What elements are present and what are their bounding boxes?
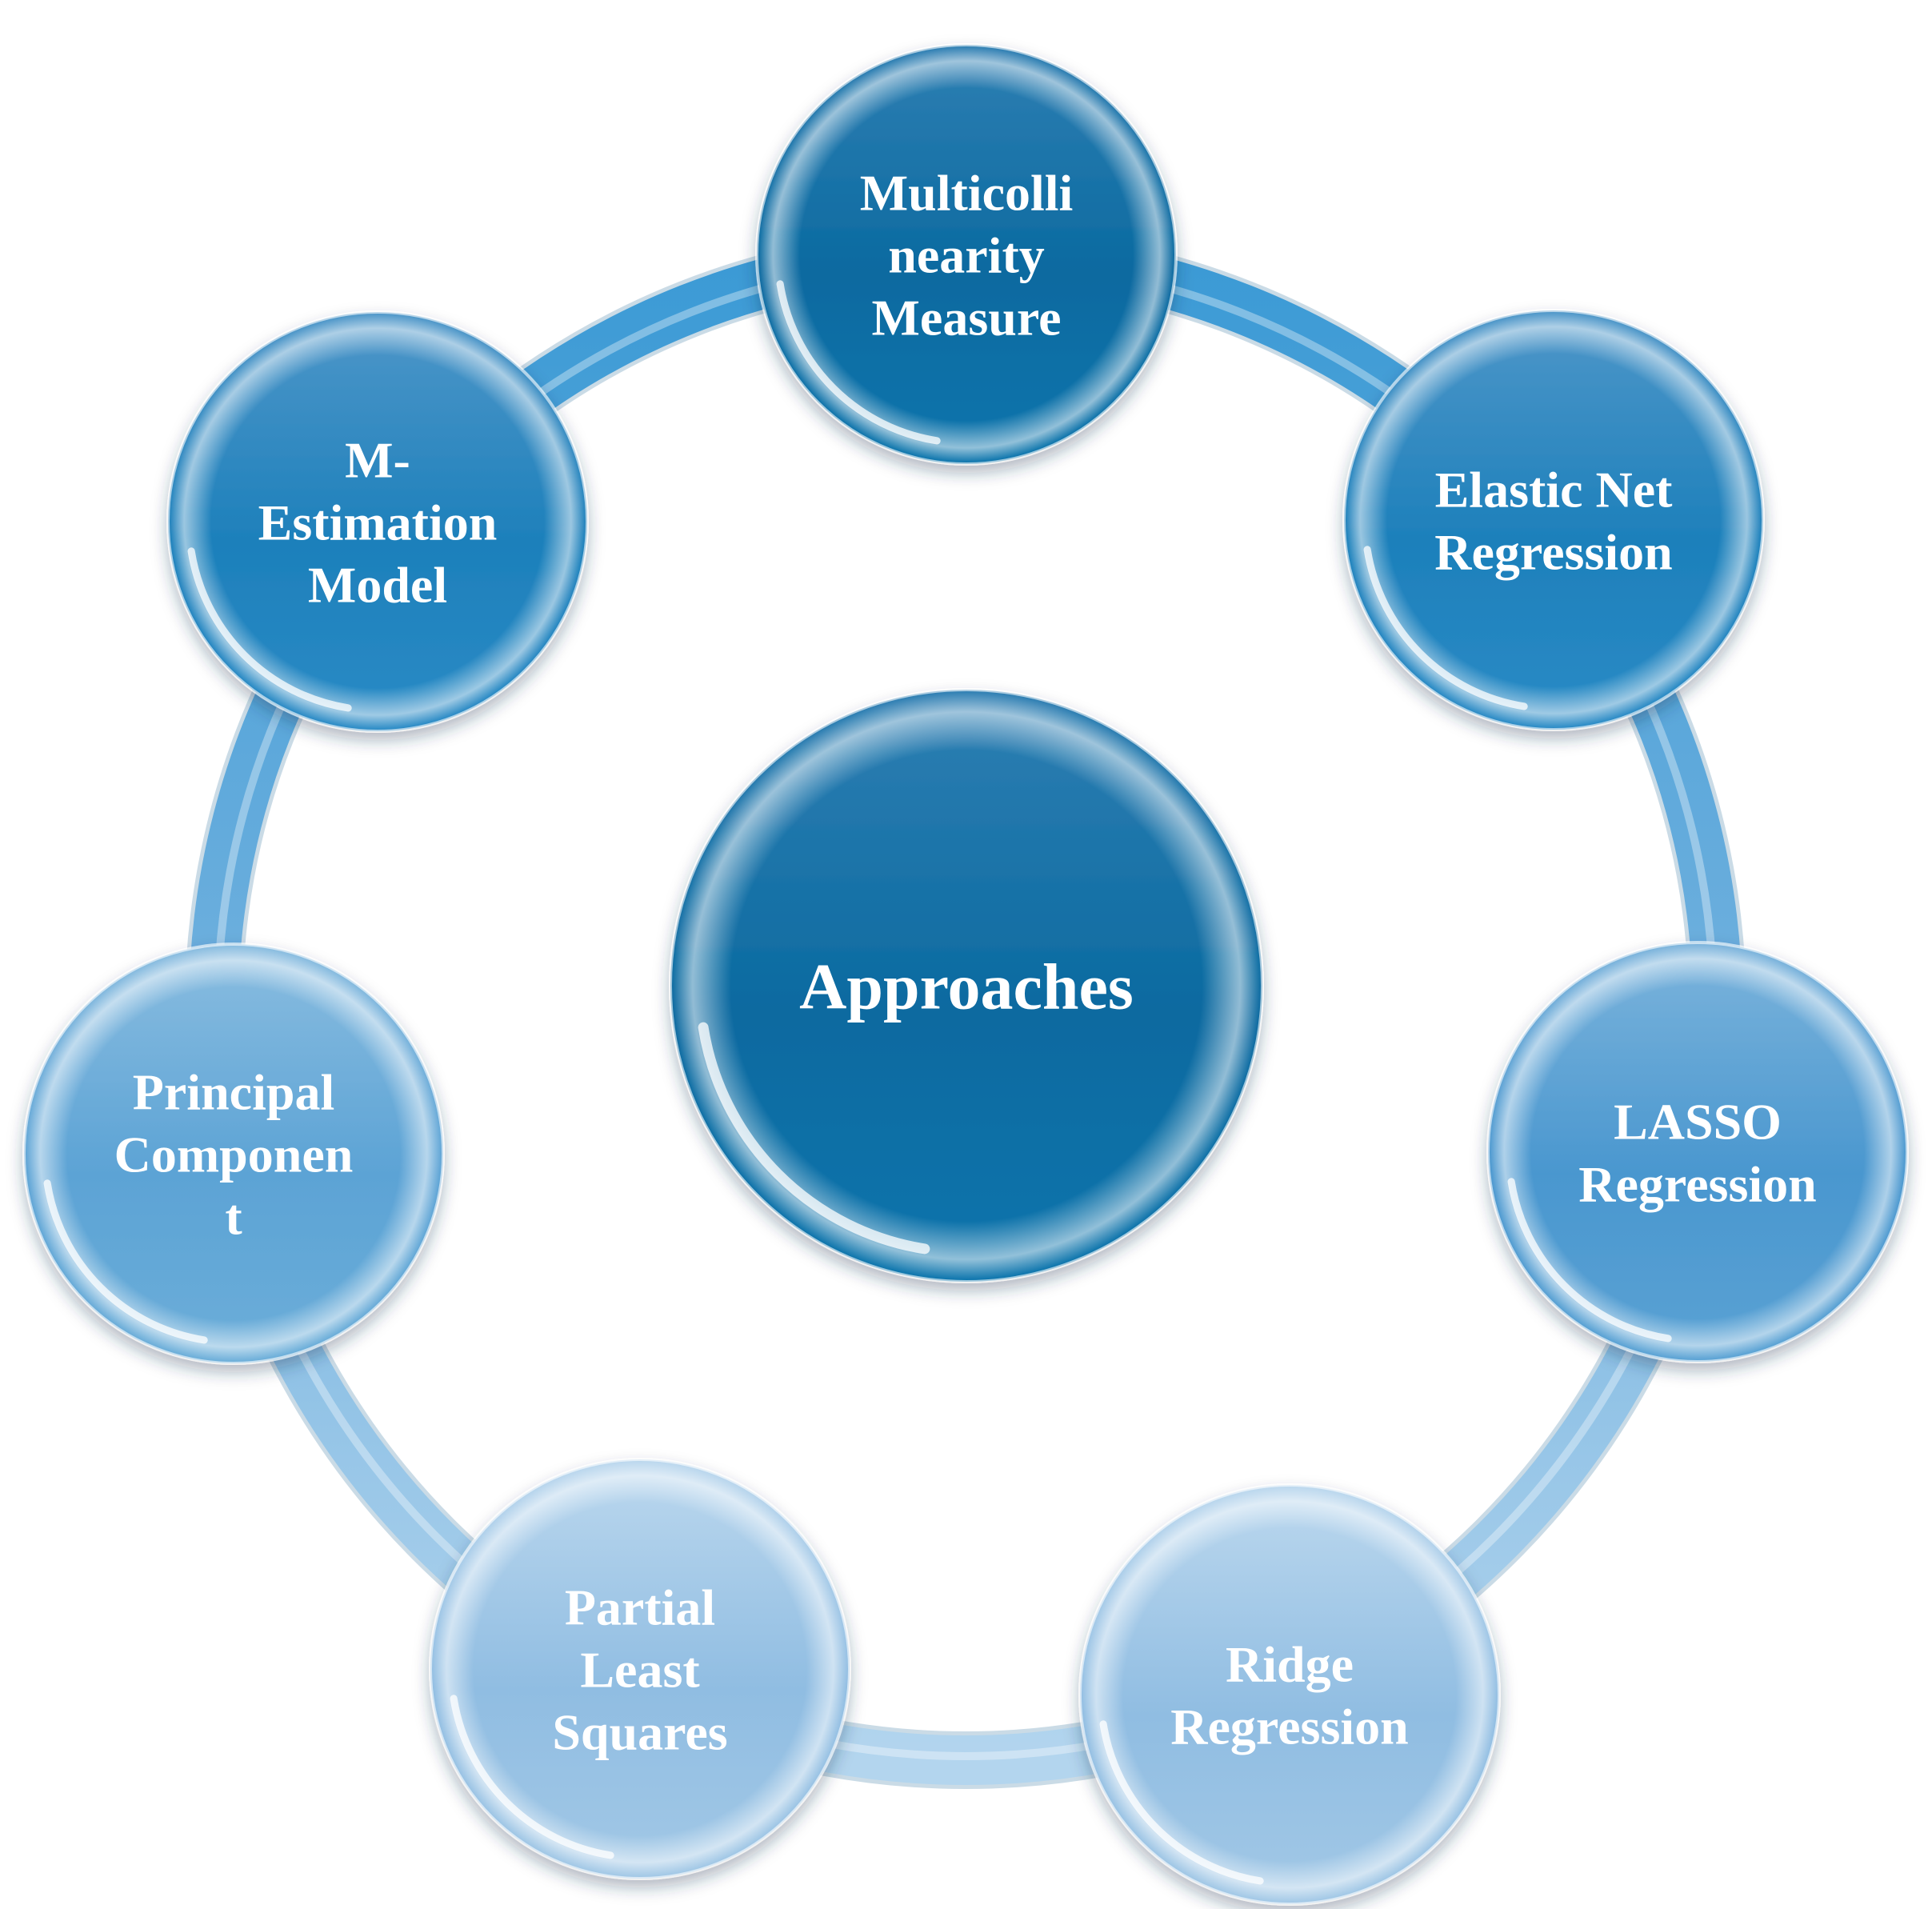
node-elastic-net-regression-highlight bbox=[1346, 312, 1762, 728]
node-m-estimation-model-label-line: M- bbox=[345, 431, 410, 488]
node-principal-component-highlight bbox=[26, 946, 442, 1362]
node-elastic-net-regression-label-line: Elastic Net bbox=[1435, 461, 1674, 518]
node-lasso-regression-label-line: LASSO bbox=[1614, 1093, 1782, 1150]
node-lasso-regression-highlight bbox=[1490, 944, 1906, 1360]
center-node: Approaches bbox=[669, 688, 1264, 1283]
node-partial-least-squares-label-line: Partial bbox=[565, 1579, 715, 1635]
center-approaches-label-line: Approaches bbox=[799, 950, 1134, 1023]
node-principal-component-label-line: Componen bbox=[114, 1126, 354, 1183]
node-m-estimation-model-highlight bbox=[170, 314, 586, 730]
node-ridge-regression-reflection bbox=[1099, 1720, 1264, 1885]
node-ridge-regression-label-line: Ridge bbox=[1226, 1635, 1354, 1692]
node-multicollinearity-measure-label-line: Multicolli bbox=[860, 164, 1074, 221]
node-multicollinearity-measure-label-line: Measure bbox=[872, 289, 1062, 346]
node-elastic-net-regression-label-line: Regression bbox=[1434, 523, 1672, 580]
node-principal-component-label-line: t bbox=[225, 1188, 242, 1245]
node-partial-least-squares-label-line: Squares bbox=[552, 1703, 727, 1760]
node-partial-least-squares-label-line: Least bbox=[580, 1641, 700, 1698]
node-m-estimation-model-label-line: Estimation bbox=[258, 494, 498, 550]
node-principal-component-label-line: Principal bbox=[133, 1063, 334, 1120]
node-ridge-regression-highlight bbox=[1082, 1487, 1498, 1903]
node-lasso-regression-label-line: Regression bbox=[1578, 1155, 1816, 1212]
node-multicollinearity-measure-reflection bbox=[776, 280, 941, 445]
node-m-estimation-model-reflection bbox=[187, 547, 352, 712]
node-partial-least-squares-highlight bbox=[432, 1461, 848, 1877]
node-multicollinearity-measure-label-line: nearity bbox=[888, 226, 1045, 283]
node-multicollinearity-measure-highlight bbox=[758, 46, 1174, 462]
node-m-estimation-model-label-line: Model bbox=[308, 556, 447, 613]
node-lasso-regression-reflection bbox=[1507, 1178, 1672, 1343]
node-principal-component-reflection bbox=[43, 1179, 208, 1344]
center-approaches-highlight bbox=[672, 691, 1261, 1280]
node-partial-least-squares-reflection bbox=[450, 1695, 614, 1859]
center-approaches-reflection bbox=[698, 1022, 930, 1255]
center-approaches: Approaches bbox=[669, 688, 1264, 1283]
node-ridge-regression-label-line: Regression bbox=[1170, 1698, 1408, 1755]
node-elastic-net-regression-reflection bbox=[1363, 546, 1528, 710]
